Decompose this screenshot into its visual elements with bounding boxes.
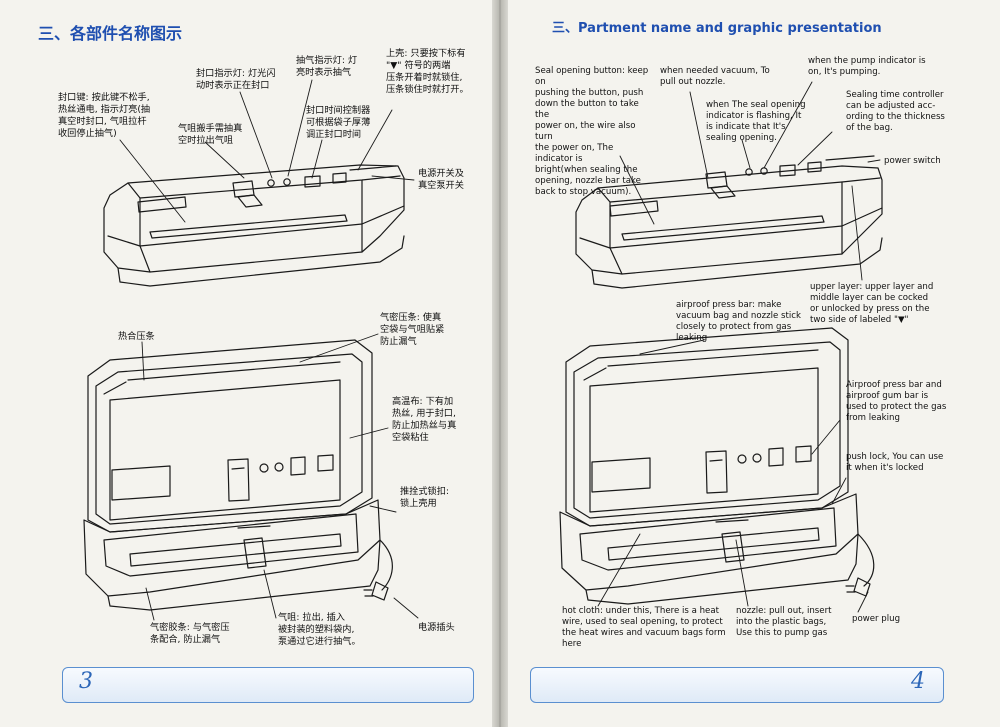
- callout-push-lock-cn: 推拴式锁扣: 锁上壳用: [400, 486, 450, 509]
- callout-nozzle-cn: 气咀: 拉出, 插入 被封装的塑料袋内, 泵通过它进行抽气。: [278, 612, 361, 647]
- callout-seal-indicator-cn: 封口指示灯: 灯光闪 动时表示正在封口: [196, 68, 276, 91]
- page-number: 4: [911, 669, 925, 694]
- left-leader-lines: [119, 79, 419, 621]
- right-leader-lines: [597, 81, 881, 613]
- callout-heat-strip-cn: 热合压条: [118, 331, 155, 342]
- right-page: [502, 0, 1000, 727]
- left-open-sealer-illustration: [83, 339, 393, 611]
- callout-hot-cloth-cn: 高温布: 下有加 热丝, 用于封口, 防止加热丝与真 空袋粘住: [392, 396, 457, 443]
- callout-airtight-strip-cn: 气密压条: 使真 空袋与气咀贴紧 防止漏气: [380, 312, 445, 347]
- right-open-sealer-illustration: [559, 327, 875, 605]
- left-page-heading: 三、各部件名称图示: [38, 24, 183, 43]
- callout-upper-layer-en: upper layer: upper layer and middle laye…: [810, 282, 934, 325]
- callout-power-plug-en: power plug: [852, 614, 901, 624]
- right-page-heading: 三、Partment name and graphic presentation: [552, 21, 882, 36]
- callout-upper-cover-cn: 上壳: 只要按下标有 "▼" 符号的两端 压条开着时就锁住, 压条锁住时就打开。: [386, 48, 469, 95]
- callout-airproof-gum-en: Airproof press bar and airproof gum bar …: [846, 380, 947, 423]
- callout-power-plug-cn: 电源插头: [418, 622, 455, 633]
- callout-seal-key-cn: 封口键: 按此键不松手, 热丝通电, 指示灯亮(抽 真空时封口, 气咀拉杆 收回…: [58, 92, 151, 139]
- left-page: [0, 0, 498, 727]
- callout-gum-strip-cn: 气密胶条: 与气密压 条配合, 防止漏气: [150, 622, 230, 645]
- callout-pump-indicator-en: when the pump indicator is on, It's pump…: [808, 56, 926, 77]
- callout-timer-en: Sealing time controller can be adjusted …: [846, 90, 945, 133]
- page-number: 3: [79, 669, 93, 694]
- callout-power-switch-cn: 电源开关及 真空泵开关: [418, 168, 464, 191]
- callout-seal-button-en: Seal opening button: keep on pushing the…: [535, 66, 649, 197]
- callout-timer-cn: 封口时间控制器 可根据袋子厚薄 调正封口时间: [306, 105, 371, 140]
- callout-pump-indicator-cn: 抽气指示灯: 灯 亮时表示抽气: [296, 55, 358, 78]
- right-closed-sealer-illustration: [575, 155, 883, 289]
- callout-airproof-press-en: airproof press bar: make vacuum bag and …: [676, 300, 801, 343]
- callout-power-switch-en: power switch: [884, 156, 941, 166]
- left-closed-sealer-illustration: [103, 164, 405, 287]
- callout-vacuum-needed-en: when needed vacuum, To pull out nozzle.: [660, 66, 770, 87]
- left-page-footer: 3: [62, 667, 474, 703]
- callout-nozzle-en: nozzle: pull out, insert into the plasti…: [736, 606, 832, 638]
- callout-push-lock-en: push lock, You can use it when it's lock…: [846, 452, 944, 473]
- right-page-footer: 4: [530, 667, 944, 703]
- callout-hot-cloth-en: hot cloth: under this, There is a heat w…: [562, 606, 726, 649]
- callout-nozzle-handle-cn: 气咀搬手需抽真 空时拉出气咀: [178, 123, 243, 146]
- callout-seal-indicator-en: when The seal opening indicator is flash…: [706, 100, 806, 143]
- book-gutter: [492, 0, 508, 727]
